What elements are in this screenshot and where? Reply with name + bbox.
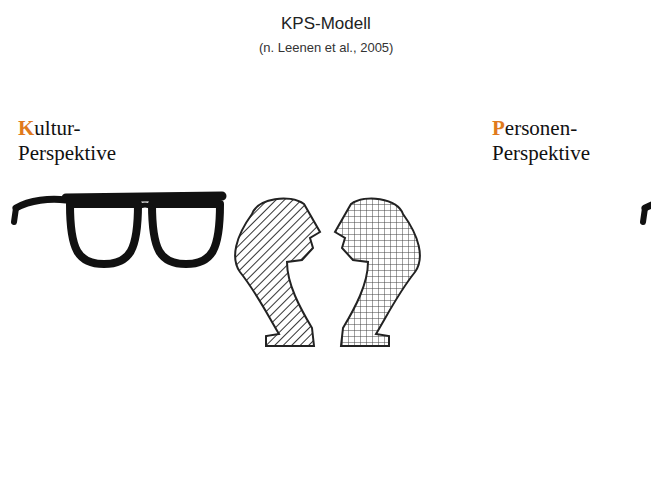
glasses-left bbox=[14, 196, 222, 264]
subtitle: (n. Leenen et al., 2005) bbox=[259, 40, 393, 55]
person-figure bbox=[235, 199, 320, 346]
diagram-title: KPS-Modell bbox=[281, 14, 371, 34]
person-figure bbox=[335, 199, 420, 346]
glasses-right bbox=[643, 196, 651, 264]
perspective-label: Personen- Perspektive bbox=[492, 116, 590, 166]
perspective-label: Kultur- Perspektive bbox=[18, 116, 116, 166]
